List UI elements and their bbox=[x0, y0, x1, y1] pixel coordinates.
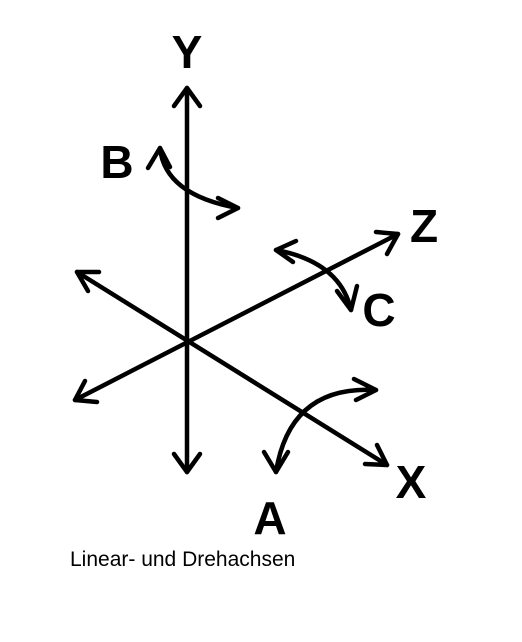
x-axis-start-arrowhead bbox=[74, 269, 102, 294]
rotation-c-label: C bbox=[362, 284, 395, 336]
rotation-b-arrow bbox=[145, 145, 241, 221]
rotation-c-arrow bbox=[273, 238, 360, 313]
rotation-b-label: B bbox=[100, 136, 133, 188]
z-axis bbox=[72, 229, 401, 405]
y-axis-top-arrowhead bbox=[171, 85, 203, 109]
z-axis-end-arrowhead bbox=[373, 229, 401, 257]
rotation-a-arrow bbox=[261, 376, 379, 475]
y-axis-bottom-arrowhead bbox=[171, 451, 203, 475]
x-axis-end-arrowhead bbox=[362, 442, 390, 468]
y-axis-label: Y bbox=[172, 26, 203, 78]
y-axis bbox=[171, 85, 203, 475]
diagram-caption: Linear- und Drehachsen bbox=[70, 548, 296, 571]
x-axis-label: X bbox=[396, 456, 427, 508]
z-axis-label: Z bbox=[410, 200, 438, 252]
rotation-a-label: A bbox=[253, 492, 286, 544]
z-axis-start-arrowhead bbox=[72, 378, 100, 405]
x-axis bbox=[74, 269, 390, 468]
